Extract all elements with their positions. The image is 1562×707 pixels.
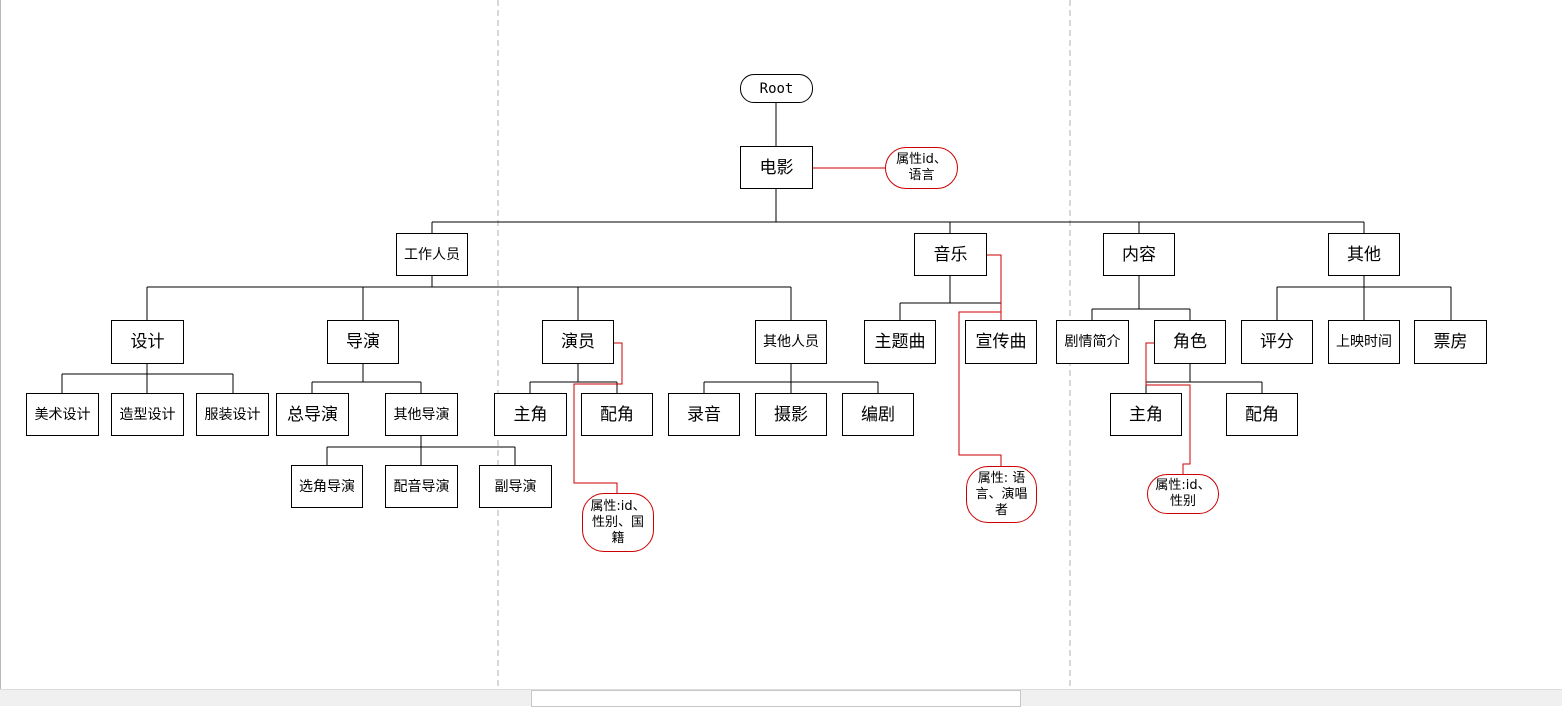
- staff-node[interactable]: 工作人员: [396, 233, 468, 276]
- casting-director-node[interactable]: 选角导演: [291, 465, 363, 508]
- film-attribute[interactable]: 属性id、语言: [885, 147, 958, 189]
- actor-attribute[interactable]: 属性:id、性别、国籍: [582, 493, 654, 552]
- box-office-node[interactable]: 票房: [1414, 320, 1487, 364]
- design-node[interactable]: 设计: [111, 320, 184, 364]
- root-node[interactable]: Root: [740, 74, 813, 103]
- content-node[interactable]: 内容: [1103, 233, 1175, 276]
- actor-node[interactable]: 演员: [542, 320, 614, 364]
- screenwriter-node[interactable]: 编剧: [842, 393, 914, 436]
- art-design-node[interactable]: 美术设计: [26, 393, 99, 436]
- role-support-node[interactable]: 配角: [1226, 393, 1298, 436]
- assistant-director-node[interactable]: 副导演: [479, 465, 552, 508]
- rating-node[interactable]: 评分: [1241, 320, 1313, 364]
- music-attribute[interactable]: 属性: 语言、演唱者: [966, 466, 1037, 523]
- canvas-left-border: [0, 0, 1, 689]
- dubbing-director-node[interactable]: 配音导演: [385, 465, 458, 508]
- camera-node[interactable]: 摄影: [755, 393, 827, 436]
- role-attribute[interactable]: 属性:id、性别: [1147, 474, 1219, 514]
- costume-design-node[interactable]: 服装设计: [196, 393, 269, 436]
- sound-node[interactable]: 录音: [668, 393, 740, 436]
- role-node[interactable]: 角色: [1154, 320, 1226, 364]
- film-node[interactable]: 电影: [740, 146, 813, 189]
- connector-layer: [61, 0, 1452, 689]
- actor-lead-node[interactable]: 主角: [494, 393, 567, 436]
- role-lead-node[interactable]: 主角: [1110, 393, 1182, 436]
- synopsis-node[interactable]: 剧情简介: [1056, 320, 1129, 364]
- other-node[interactable]: 其他: [1328, 233, 1400, 276]
- release-time-node[interactable]: 上映时间: [1328, 320, 1400, 364]
- chief-director-node[interactable]: 总导演: [276, 393, 349, 436]
- theme-song-node[interactable]: 主题曲: [864, 320, 936, 364]
- other-staff-node[interactable]: 其他人员: [755, 320, 827, 364]
- attribute-connectors: [573, 167, 1191, 493]
- tree-edges: [61, 102, 1452, 465]
- actor-support-node[interactable]: 配角: [581, 393, 653, 436]
- styling-design-node[interactable]: 造型设计: [111, 393, 184, 436]
- music-node[interactable]: 音乐: [914, 233, 987, 276]
- scrollbar-thumb[interactable]: [531, 690, 1021, 707]
- horizontal-scrollbar[interactable]: [0, 689, 1562, 707]
- other-directors-node[interactable]: 其他导演: [385, 393, 458, 436]
- promo-song-node[interactable]: 宣传曲: [965, 320, 1037, 364]
- director-node[interactable]: 导演: [327, 320, 399, 364]
